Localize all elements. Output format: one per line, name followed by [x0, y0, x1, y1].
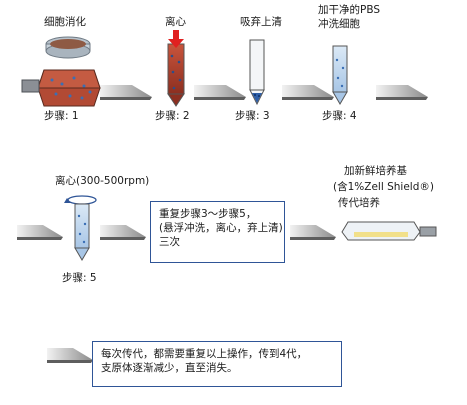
passage-flask-icon: [341, 221, 437, 241]
culture-dish-icon: [45, 36, 91, 59]
culture-flask-icon: [21, 69, 101, 107]
arrow-7: [290, 225, 336, 240]
step-5-caption: 离心(300-500rpm): [55, 175, 150, 187]
arrow-8: [47, 348, 93, 363]
passage-note-box: 每次传代，都需要重复以上操作，传到4代， 支原体逐渐减少，直至消失。: [92, 341, 342, 387]
passage-line3: 传代培养: [338, 197, 380, 209]
passage-line1: 加新鲜培养基: [344, 165, 407, 177]
arrow-3: [282, 85, 334, 100]
repeat-line3: 三次: [159, 236, 180, 248]
rotation-icon: [64, 195, 97, 205]
step-3-label: 步骤: 3: [235, 110, 270, 122]
note-line1: 每次传代，都需要重复以上操作，传到4代，: [101, 348, 308, 360]
step-1-label: 步骤: 1: [44, 110, 79, 122]
step-3-caption: 吸弃上清: [240, 16, 282, 28]
repeat-line1: 重复步骤3～步骤5，: [159, 208, 257, 220]
repeat-steps-box: 重复步骤3～步骤5， (悬浮冲洗，离心，弃上清) 三次: [150, 201, 285, 263]
step-2-caption: 离心: [165, 16, 186, 28]
centrifuge-tube-pbs-icon: [332, 45, 348, 105]
passage-line2: (含1%Zell Shield®): [333, 181, 434, 193]
arrow-1: [100, 85, 152, 100]
centrifuge-tube-spin-icon: [74, 203, 90, 261]
step-5-label: 步骤: 5: [62, 272, 97, 284]
step-1-caption: 细胞消化: [44, 16, 86, 28]
centrifuge-tube-pellet-icon: [249, 39, 265, 106]
step-2-label: 步骤: 2: [155, 110, 190, 122]
step-4-caption-line1: 加干净的PBS: [318, 4, 381, 16]
note-line2: 支原体逐渐减少，直至消失。: [101, 362, 238, 374]
repeat-line2: (悬浮冲洗，离心，弃上清): [159, 222, 283, 234]
step-4-caption-line2: 冲洗细胞: [318, 18, 360, 30]
arrow-4: [376, 85, 428, 100]
arrow-5: [17, 225, 63, 240]
arrow-2: [194, 85, 246, 100]
centrifuge-tube-red-icon: [167, 43, 185, 107]
down-arrow-icon: [168, 30, 184, 48]
step-4-label: 步骤: 4: [322, 110, 357, 122]
arrow-6: [100, 225, 146, 240]
